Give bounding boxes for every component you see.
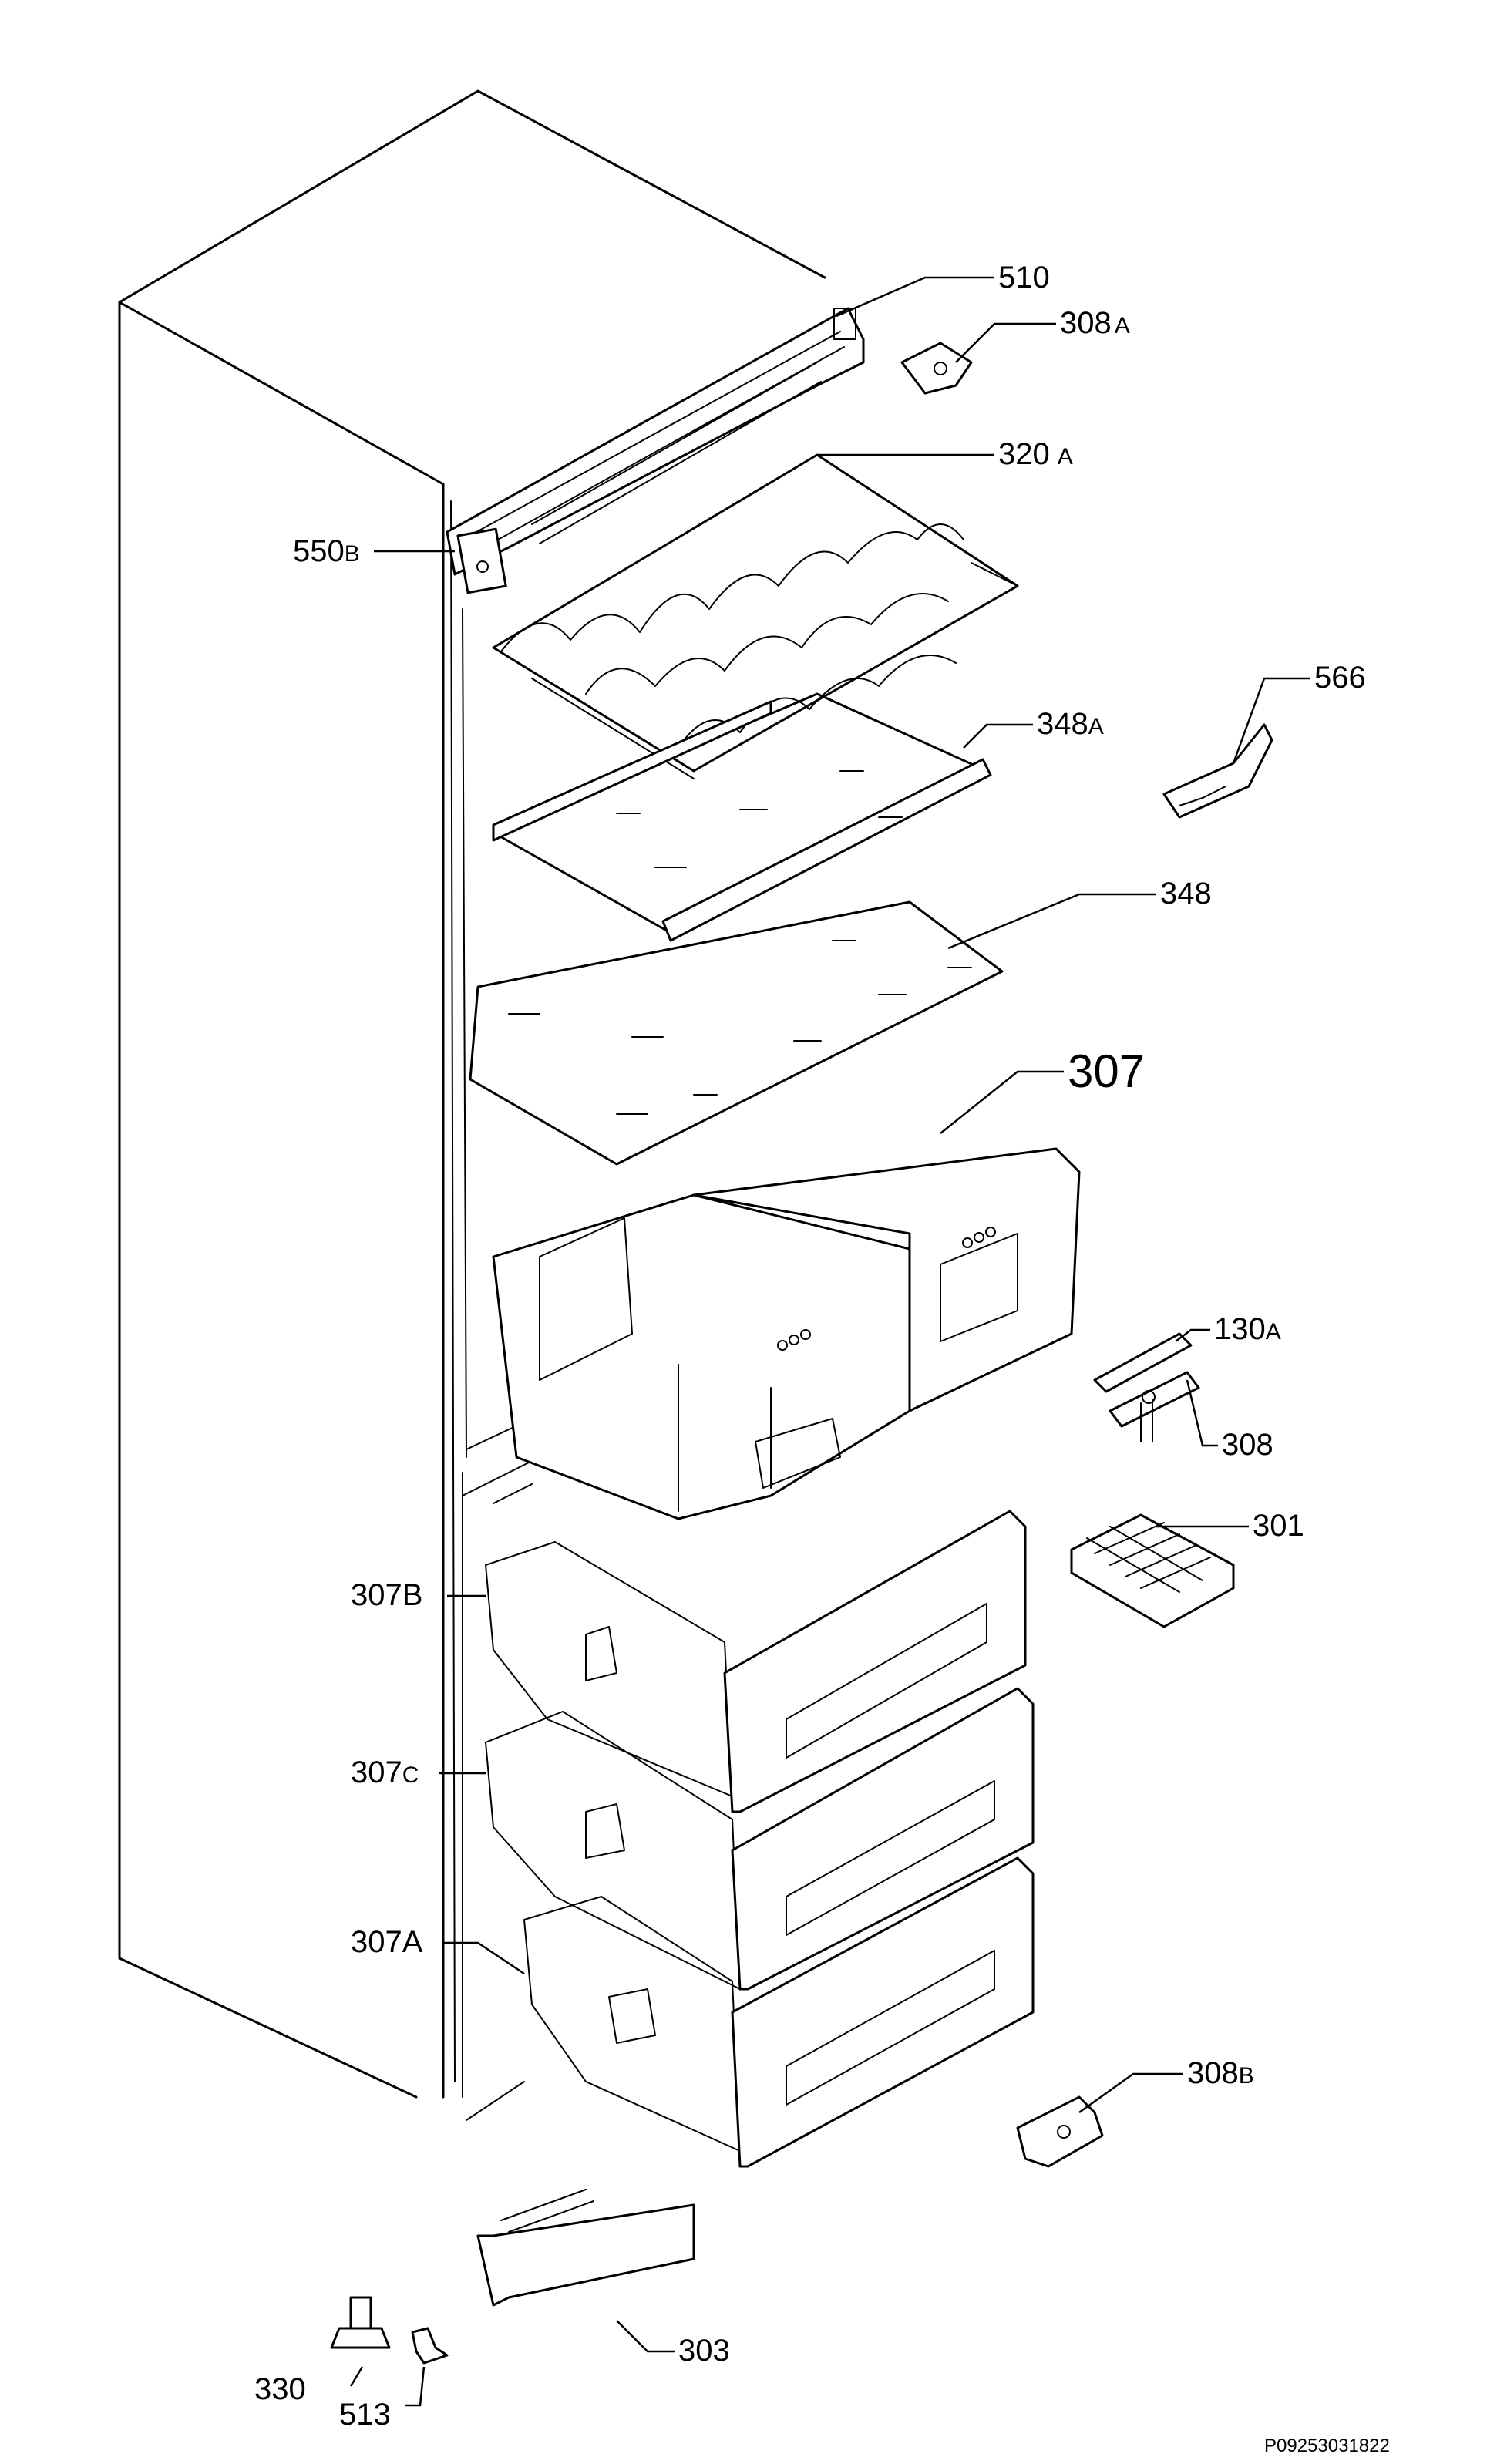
part-348-glass-shelf [469,900,1004,1166]
label-308b: 308B [1187,2056,1254,2090]
part-550b-bracket [456,527,507,594]
label-307b: 307B [351,1578,422,1612]
label-513: 513 [339,2398,391,2432]
part-348a-shelf-with-trim [492,692,992,942]
part-308b-hinge [1016,2095,1104,2168]
part-307b-freezer-drawer [485,1510,1027,1813]
part-307a-freezer-drawer [523,1856,1035,2168]
label-510: 510 [998,261,1050,295]
part-513-clip [411,2327,449,2365]
part-307c-freezer-drawer [485,1687,1035,1991]
label-566: 566 [1314,661,1366,695]
label-301: 301 [1253,1509,1304,1543]
label-348: 348 [1160,877,1212,911]
label-330: 330 [254,2372,306,2406]
part-130a-308-hinge-assembly [1093,1332,1200,1442]
part-301-ice-cube-tray [1070,1513,1235,1628]
part-566-clip [1162,723,1273,819]
label-307a: 307A [351,1925,423,1959]
label-550b: 550B [293,534,360,568]
label-307: 307 [1068,1045,1145,1097]
part-303-flap [476,2189,695,2307]
part-308a-hinge [900,342,973,395]
part-330-adjustable-foot [330,2296,391,2349]
part-307-crisper-drawers [492,1147,1081,1520]
reference-code: P09253031822 [1264,2435,1390,2456]
label-308: 308 [1222,1428,1273,1462]
part-510-door-shelf [446,307,865,576]
refrigerator-cabinet [118,89,826,2121]
label-130a: 130A [1214,1312,1281,1346]
leader-lines [349,276,1310,2407]
label-307c: 307C [351,1755,419,1789]
label-303: 303 [678,2334,730,2368]
label-348a: 348A [1037,707,1104,741]
